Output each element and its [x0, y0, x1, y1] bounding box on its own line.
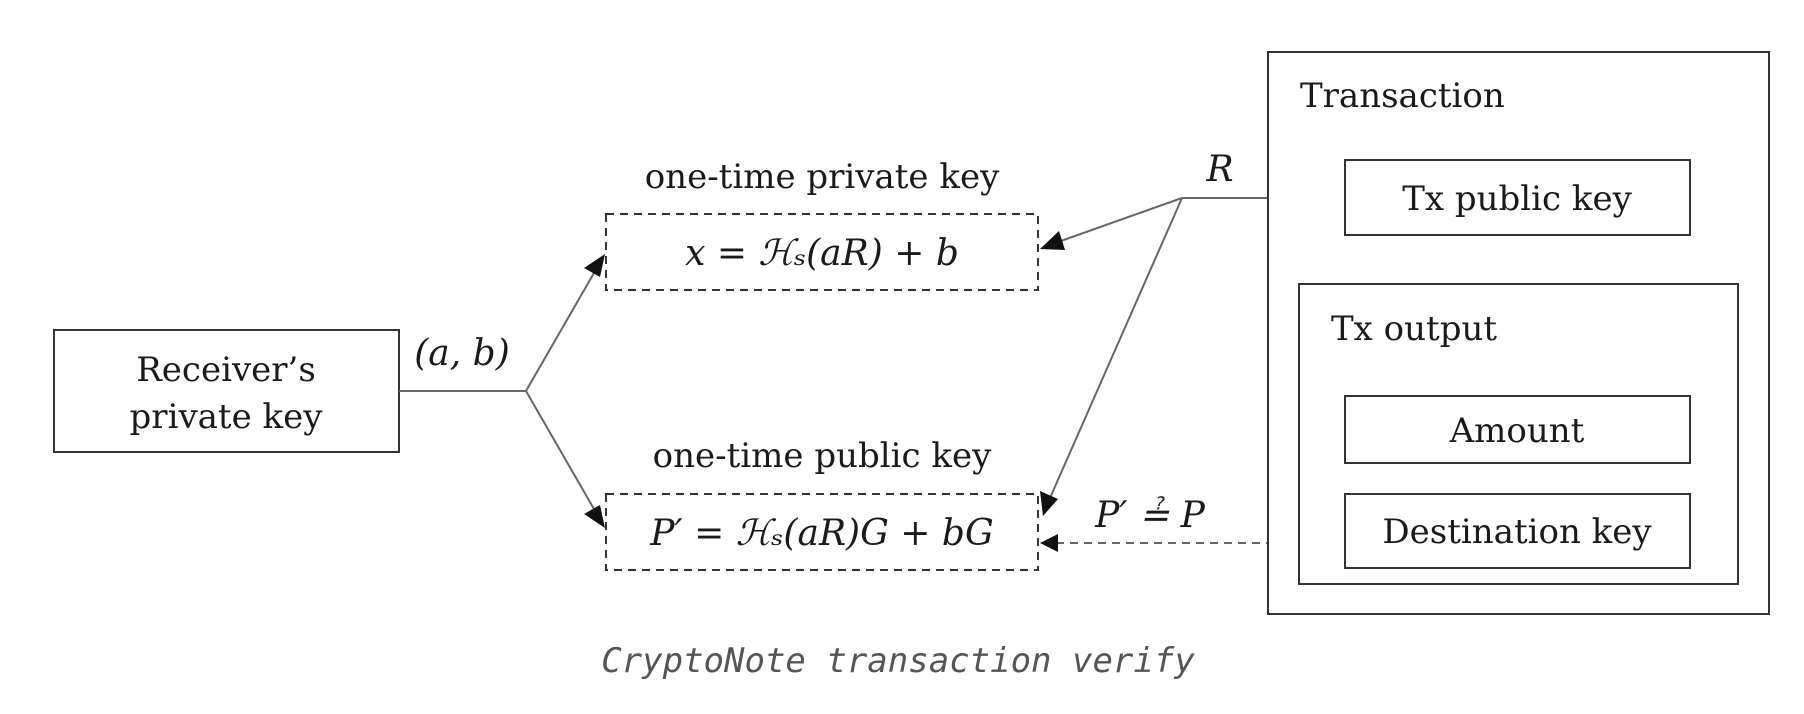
tx-public-key-label: Tx public key	[1402, 179, 1632, 219]
receiver-line-1: Receiver’s	[136, 350, 316, 390]
compare-label: P′ ≟ P	[1094, 495, 1205, 536]
transaction-node: Transaction Tx public key Tx output Amou…	[1267, 51, 1770, 615]
one-time-private-key-node: x = ℋₛ(aR) + b	[605, 213, 1039, 291]
tx-output-title: Tx output	[1331, 309, 1497, 349]
destination-key-label: Destination key	[1382, 512, 1652, 552]
private-key-formula: x = ℋₛ(aR) + b	[685, 233, 959, 274]
amount-label: Amount	[1449, 411, 1585, 451]
amount-node: Amount	[1344, 395, 1691, 464]
one-time-public-key-title: one-time public key	[653, 436, 992, 476]
edge-label-ab: (a, b)	[414, 333, 509, 374]
one-time-public-key-node: P′ = ℋₛ(aR)G + bG	[605, 493, 1039, 571]
receiver-to-keys-edge	[399, 254, 605, 528]
tx-output-node: Tx output Amount Destination key	[1298, 283, 1739, 585]
receiver-line-2: private key	[130, 397, 324, 437]
destination-key-node: Destination key	[1344, 493, 1691, 569]
tx-public-key-node: Tx public key	[1344, 159, 1691, 236]
transaction-title: Transaction	[1300, 76, 1505, 116]
edge-label-R: R	[1205, 149, 1233, 190]
public-key-formula: P′ = ℋₛ(aR)G + bG	[649, 513, 993, 554]
one-time-private-key-title: one-time private key	[645, 157, 1000, 197]
figure-caption: CryptoNote transaction verify	[601, 641, 1195, 681]
receiver-private-key-node: Receiver’s private key	[53, 329, 400, 453]
